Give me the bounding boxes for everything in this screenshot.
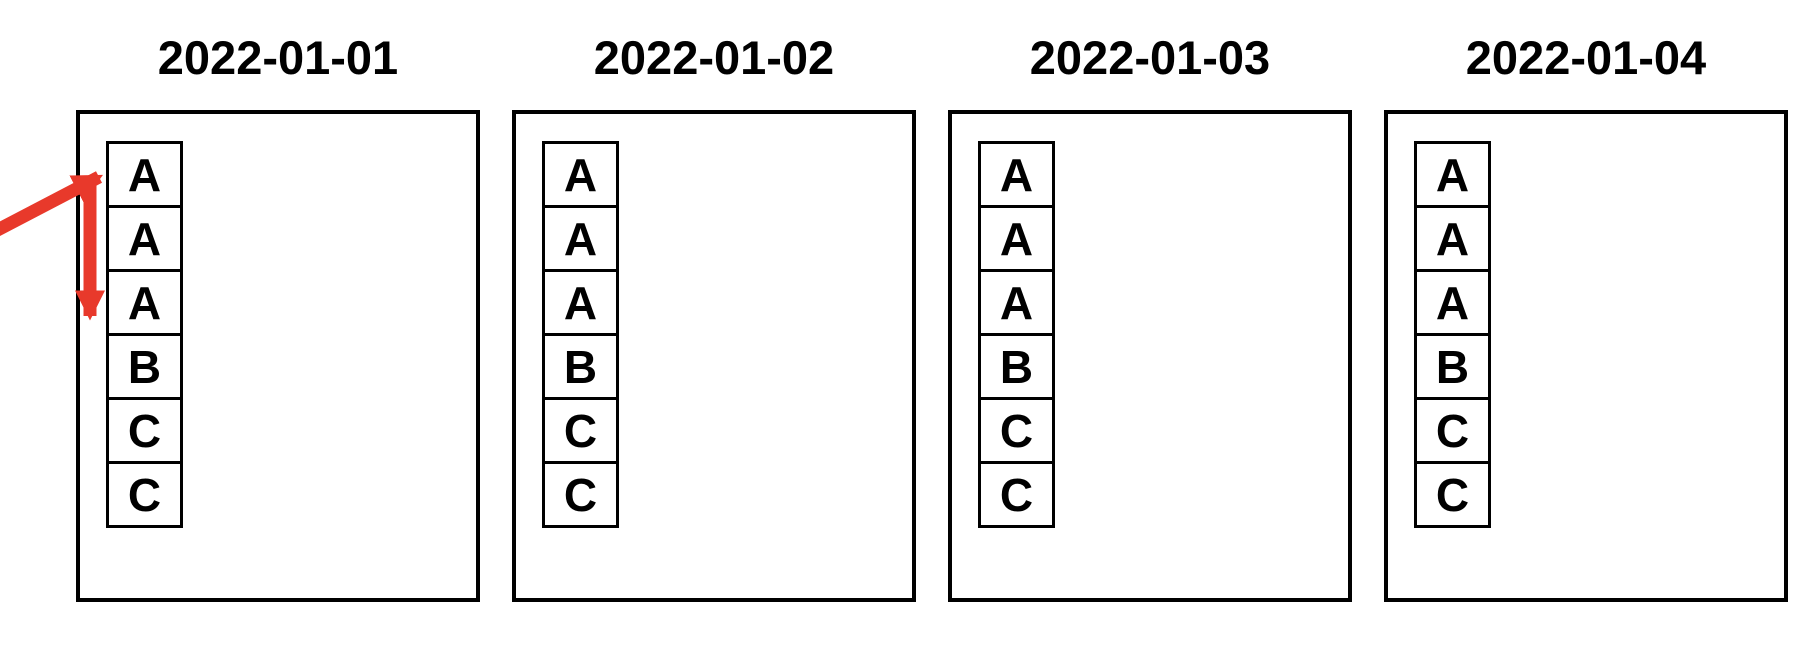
stack-cell: A: [1414, 141, 1491, 208]
panel-title: 2022-01-04: [1465, 31, 1707, 84]
stack-cell: B: [542, 333, 619, 400]
cell-stack: A A A B C C: [542, 141, 619, 528]
day-panel-2: 2022-01-02 A A A B C C: [512, 0, 916, 648]
panel-box: A A A B C C: [1384, 110, 1788, 602]
panel-box: A A A B C C: [76, 110, 480, 602]
panel-box: A A A B C C: [948, 110, 1352, 602]
stack-cell: C: [1414, 461, 1491, 528]
stack-cell: A: [106, 141, 183, 208]
stack-cell: B: [106, 333, 183, 400]
cell-stack: A A A B C C: [1414, 141, 1491, 528]
stack-cell: B: [978, 333, 1055, 400]
stack-cell: A: [106, 269, 183, 336]
panel-title: 2022-01-03: [1029, 31, 1271, 84]
stack-cell: C: [542, 461, 619, 528]
stack-cell: A: [542, 205, 619, 272]
cell-stack: A A A B C C: [106, 141, 183, 528]
stack-cell: A: [978, 205, 1055, 272]
stack-cell: C: [978, 461, 1055, 528]
stack-cell: B: [1414, 333, 1491, 400]
stack-cell: C: [1414, 397, 1491, 464]
stack-cell: A: [1414, 269, 1491, 336]
stack-cell: A: [1414, 205, 1491, 272]
stack-cell: A: [978, 141, 1055, 208]
stack-cell: A: [542, 269, 619, 336]
panel-box: A A A B C C: [512, 110, 916, 602]
stack-cell: A: [106, 205, 183, 272]
stack-cell: C: [978, 397, 1055, 464]
panel-title: 2022-01-01: [157, 31, 399, 84]
stack-cell: A: [542, 141, 619, 208]
stack-cell: C: [542, 397, 619, 464]
day-panel-3: 2022-01-03 A A A B C C: [948, 0, 1352, 648]
day-panel-1: 2022-01-01 A A A B C C: [76, 0, 480, 648]
stack-cell: A: [978, 269, 1055, 336]
day-panel-4: 2022-01-04 A A A B C C: [1384, 0, 1788, 648]
panel-title: 2022-01-02: [593, 31, 835, 84]
cell-stack: A A A B C C: [978, 141, 1055, 528]
stack-cell: C: [106, 397, 183, 464]
stack-cell: C: [106, 461, 183, 528]
